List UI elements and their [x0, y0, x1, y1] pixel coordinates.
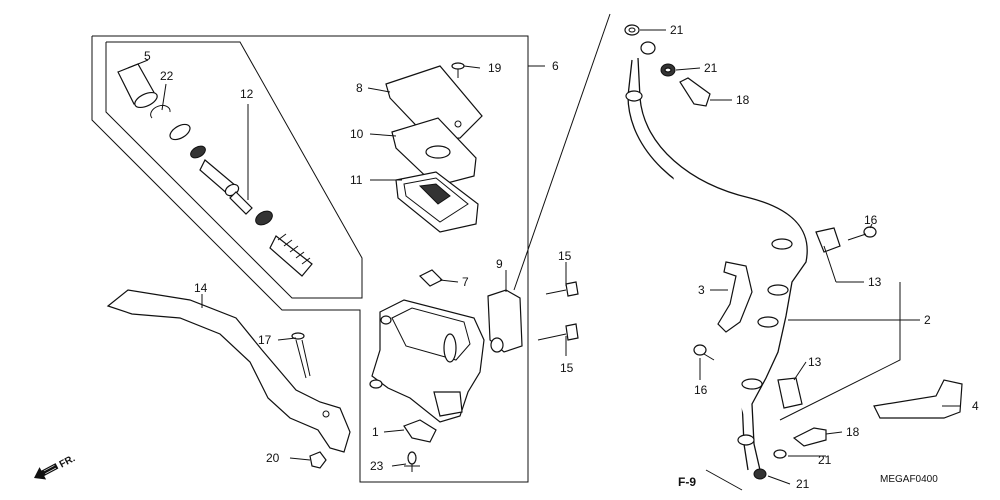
callout-21-c: 21 — [818, 453, 832, 467]
screw-part — [451, 62, 465, 78]
front-direction-arrow-icon: FR. — [34, 453, 78, 480]
circlip-part — [150, 104, 171, 119]
pivot-bolt-part — [291, 332, 311, 379]
leader-lines — [127, 29, 960, 485]
callout-20: 20 — [266, 451, 280, 465]
hose-clamp-upper — [815, 227, 841, 253]
callout-14: 14 — [194, 281, 208, 295]
hose-bracket-part — [717, 261, 753, 333]
callout-17: 17 — [258, 333, 272, 347]
hose-stay-part — [873, 379, 963, 419]
callout-22: 22 — [160, 69, 174, 83]
holder-part — [487, 289, 523, 353]
pivot-nut-part — [309, 451, 327, 469]
callout-21-d: 21 — [796, 477, 810, 491]
piston-parts — [169, 123, 313, 277]
callout-18-upper: 18 — [736, 93, 750, 107]
callout-1: 1 — [372, 425, 379, 439]
callout-12: 12 — [240, 87, 254, 101]
oil-bolt-upper — [679, 77, 711, 107]
brake-switch-part — [403, 419, 437, 443]
diagram-code: MEGAF0400 — [880, 474, 938, 485]
switch-screw-part — [404, 451, 420, 472]
callout-21-b: 21 — [704, 61, 718, 75]
brake-hose-part — [625, 57, 808, 471]
callout-4: 4 — [972, 399, 979, 413]
washer-top-2 — [660, 63, 676, 77]
hose-top-fitting — [640, 41, 656, 55]
callout-7: 7 — [462, 275, 469, 289]
dashed-guide-lines — [513, 13, 901, 491]
callout-9: 9 — [496, 257, 503, 271]
holder-bolt-upper — [545, 281, 579, 297]
master-cylinder-group-frame — [91, 35, 545, 483]
washer-lower-1 — [773, 449, 787, 459]
clamp-bolt-upper — [847, 226, 877, 241]
callout-15-upper: 15 — [558, 249, 572, 263]
callout-16-upper: 16 — [864, 213, 878, 227]
holder-bolt-lower — [537, 323, 579, 341]
callout-16-lower: 16 — [694, 383, 708, 397]
piston-kit-frame — [105, 41, 363, 299]
callout-13-lower: 13 — [808, 355, 822, 369]
callout-5: 5 — [144, 49, 151, 63]
boot-part — [117, 63, 158, 109]
plate-part — [391, 117, 477, 187]
callout-19: 19 — [488, 61, 502, 75]
callout-2: 2 — [924, 313, 931, 327]
washer-top-1 — [624, 24, 640, 36]
hose-clamp-lower — [777, 377, 803, 409]
front-direction-label: FR. — [58, 453, 78, 470]
callout-3: 3 — [698, 283, 705, 297]
brake-lever-part — [106, 289, 351, 453]
callout-23: 23 — [370, 459, 384, 473]
callout-labels: 5 22 12 8 10 11 19 6 7 9 15 15 1 23 14 1… — [144, 23, 979, 491]
clamp-bolt-lower — [693, 344, 715, 361]
reference-label: F-9 — [678, 475, 696, 489]
callout-10: 10 — [350, 127, 364, 141]
washer-lower-2 — [753, 468, 767, 480]
clip-part — [418, 269, 444, 287]
callout-13-upper: 13 — [868, 275, 882, 289]
callout-8: 8 — [356, 81, 363, 95]
oil-bolt-lower — [792, 427, 827, 447]
callout-15-lower: 15 — [560, 361, 574, 375]
callout-6: 6 — [552, 59, 559, 73]
callout-18-lower: 18 — [846, 425, 860, 439]
callout-21-a: 21 — [670, 23, 684, 37]
diaphragm-part — [395, 171, 479, 233]
callout-11: 11 — [350, 173, 363, 187]
master-cylinder-body — [369, 299, 485, 423]
reservoir-cap-part — [385, 65, 483, 141]
